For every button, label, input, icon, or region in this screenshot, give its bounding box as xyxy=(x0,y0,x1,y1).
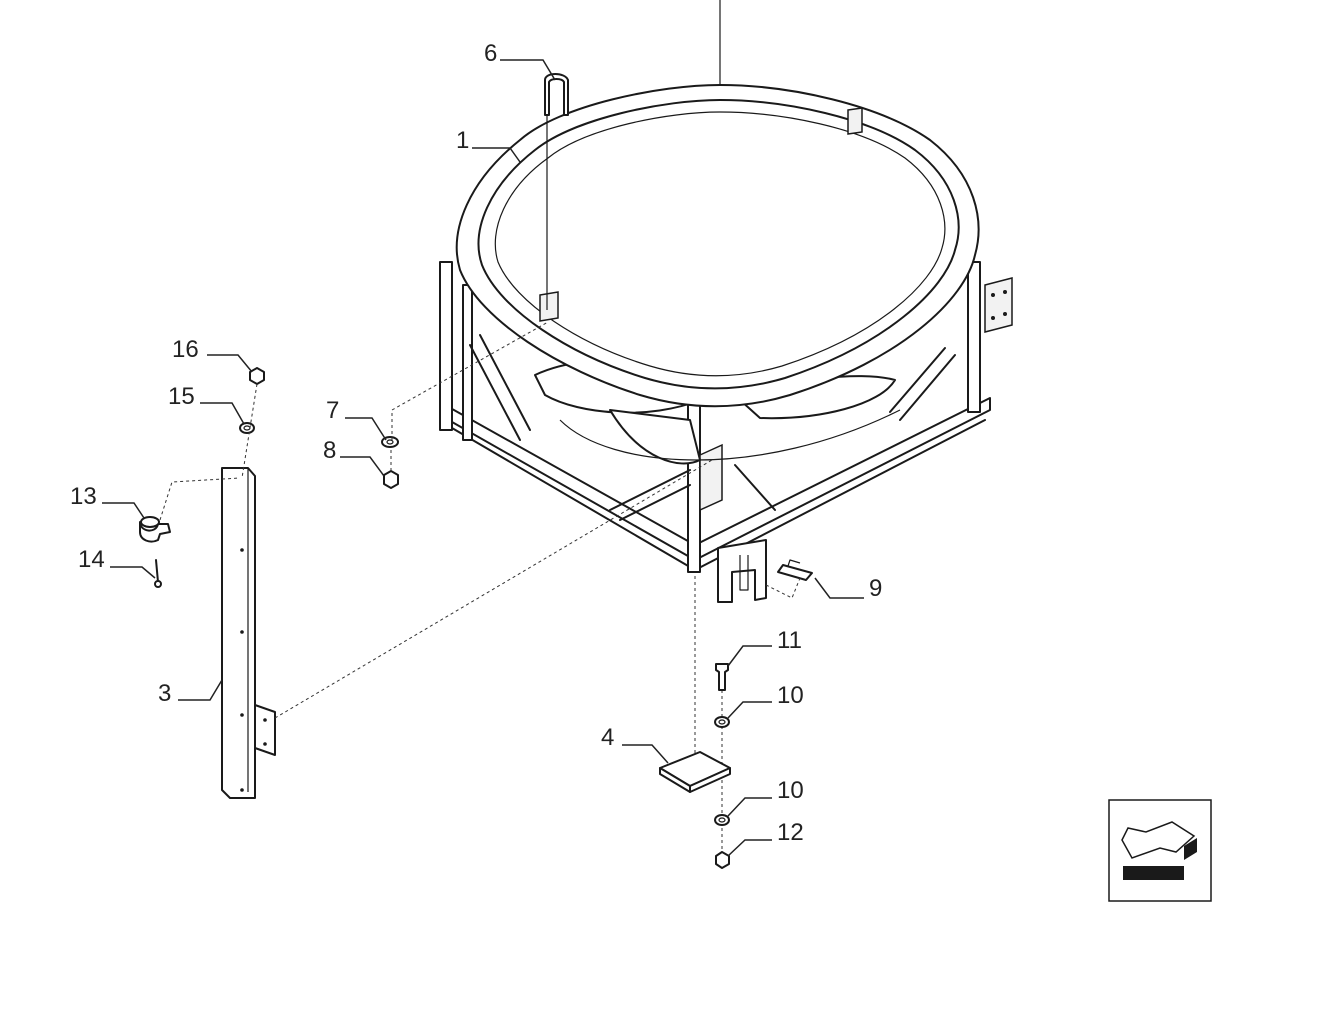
callout-10-lower: 10 xyxy=(777,777,804,804)
callout-6: 6 xyxy=(484,40,497,67)
callout-11: 11 xyxy=(777,627,802,654)
leader-lines xyxy=(102,59,864,857)
part-13-clamp xyxy=(139,516,171,543)
callout-13: 13 xyxy=(70,483,97,510)
part-16-nut xyxy=(249,367,265,385)
part-3-vertical-bar xyxy=(221,467,276,799)
callout-14: 14 xyxy=(78,546,105,573)
part-14-screw xyxy=(154,559,162,588)
callout-15: 15 xyxy=(168,383,195,410)
part-6-u-bolt xyxy=(544,73,569,310)
part-9-clip xyxy=(777,559,813,581)
part-15-washer xyxy=(239,422,255,434)
callout-3: 3 xyxy=(158,680,171,707)
callout-12: 12 xyxy=(777,819,804,846)
callout-4: 4 xyxy=(601,724,614,751)
callout-8: 8 xyxy=(323,437,336,464)
part-8-nut xyxy=(383,470,399,489)
part-1-fan-shroud-frame xyxy=(439,84,1013,573)
part-10-washer-lower xyxy=(714,814,730,826)
part-10-washer-upper xyxy=(714,716,730,728)
callout-10-upper: 10 xyxy=(777,682,804,709)
view-orientation-arrow-icon xyxy=(1108,799,1212,902)
callout-9: 9 xyxy=(869,575,882,602)
lower-bracket xyxy=(717,539,767,603)
part-12-nut xyxy=(715,851,730,869)
part-11-bolt xyxy=(715,663,729,691)
callout-1: 1 xyxy=(456,127,469,154)
part-4-pad xyxy=(659,751,731,793)
callout-7: 7 xyxy=(326,397,339,424)
callout-16: 16 xyxy=(172,336,199,363)
